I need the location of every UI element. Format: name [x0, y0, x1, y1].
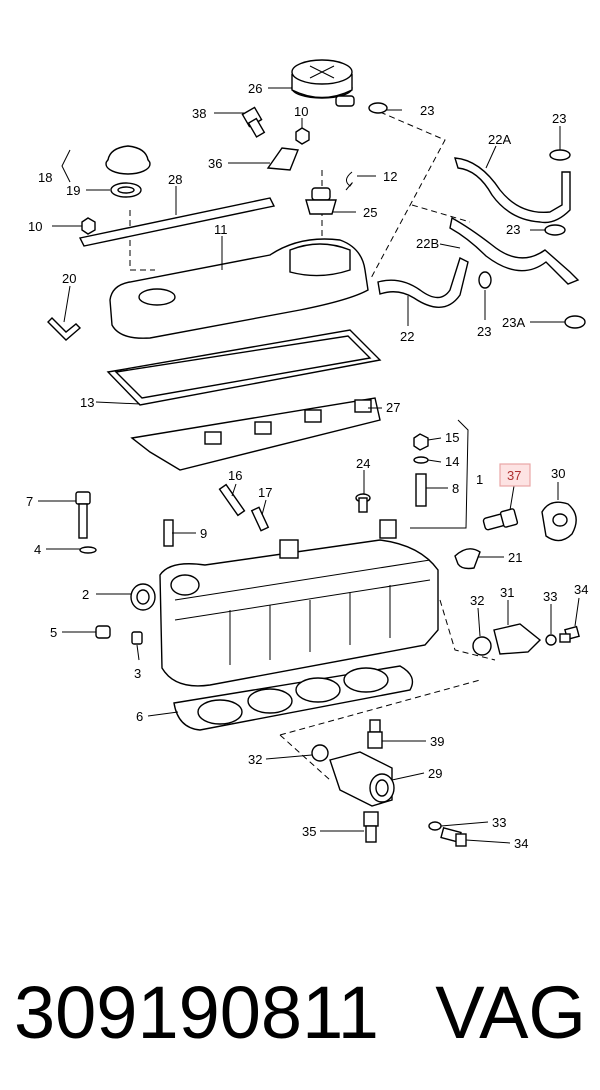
callout-13[interactable]: 13 — [80, 395, 94, 410]
part-washer-33 — [428, 821, 442, 831]
callout-32[interactable]: 32 — [470, 593, 484, 608]
callout-8[interactable]: 8 — [452, 481, 459, 496]
callout-23b[interactable]: 23 — [552, 111, 566, 126]
part-o-ring-32 — [311, 744, 329, 762]
callout-1[interactable]: 1 — [476, 472, 483, 487]
part-bolt-34 — [440, 826, 467, 847]
part-breather-hose-22b — [449, 216, 580, 285]
callout-18[interactable]: 18 — [38, 170, 52, 185]
callout-36[interactable]: 36 — [208, 156, 222, 171]
part-flange-gasket — [541, 501, 577, 542]
callout-23d[interactable]: 23 — [477, 324, 491, 339]
part-allen-key — [47, 317, 82, 341]
part-breather-cap — [291, 59, 355, 107]
part-hose-clamps — [368, 102, 586, 329]
callout-29[interactable]: 29 — [428, 766, 442, 781]
callout-27[interactable]: 27 — [386, 400, 400, 415]
callout-9[interactable]: 9 — [200, 526, 207, 541]
part-coolant-flange — [472, 623, 580, 656]
callout-24[interactable]: 24 — [356, 456, 370, 471]
part-number: 309190811 — [14, 971, 379, 1054]
part-cover-gasket — [78, 197, 276, 247]
part-stud-16 — [218, 483, 246, 517]
callout-10[interactable]: 10 — [294, 104, 308, 119]
part-coolant-connector — [329, 751, 395, 807]
callout-10b[interactable]: 10 — [28, 219, 42, 234]
callout-32b[interactable]: 32 — [248, 752, 262, 767]
callout-labels: 26 23 38 10 36 12 25 18 19 28 10 11 20 2… — [26, 81, 588, 851]
part-oil-seal — [130, 583, 156, 611]
callout-12[interactable]: 12 — [383, 169, 397, 184]
callout-15[interactable]: 15 — [445, 430, 459, 445]
callout-26[interactable]: 26 — [248, 81, 262, 96]
part-head-gasket — [173, 665, 414, 731]
part-stud-9 — [163, 519, 174, 547]
callout-3[interactable]: 3 — [134, 666, 141, 681]
part-sensor — [241, 106, 266, 138]
part-plug-5 — [95, 625, 111, 639]
part-baffle-plate — [130, 397, 381, 471]
part-oil-filler-cap — [105, 145, 151, 198]
callout-28[interactable]: 28 — [168, 172, 182, 187]
part-sender-35 — [363, 811, 379, 843]
callout-16[interactable]: 16 — [228, 468, 242, 483]
leader-lines — [38, 87, 580, 844]
callout-23c[interactable]: 23 — [506, 222, 520, 237]
part-stud-17 — [250, 506, 270, 532]
callout-22[interactable]: 22 — [400, 329, 414, 344]
callout-30[interactable]: 30 — [551, 466, 565, 481]
callout-35[interactable]: 35 — [302, 824, 316, 839]
callout-39[interactable]: 39 — [430, 734, 444, 749]
callout-2[interactable]: 2 — [82, 587, 89, 602]
callout-11[interactable]: 11 — [214, 222, 228, 237]
part-bracket — [266, 147, 299, 171]
part-temperature-sender — [367, 719, 383, 749]
part-plug — [454, 548, 481, 570]
part-breather-hose-22a — [454, 157, 571, 224]
callout-25[interactable]: 25 — [363, 205, 377, 220]
callout-23[interactable]: 23 — [420, 103, 434, 118]
part-breather-hose-22 — [377, 257, 469, 308]
highlight-box-37 — [499, 463, 531, 487]
part-stud-set — [413, 433, 429, 507]
part-grommet — [305, 187, 337, 215]
callout-19[interactable]: 19 — [66, 183, 80, 198]
callout-20[interactable]: 20 — [62, 271, 76, 286]
callout-33[interactable]: 33 — [543, 589, 557, 604]
callout-17[interactable]: 17 — [258, 485, 272, 500]
callout-34[interactable]: 34 — [574, 582, 588, 597]
exploded-parts-diagram: 26 23 38 10 36 12 25 18 19 28 10 11 20 2… — [26, 59, 588, 851]
part-bolt-24 — [355, 493, 371, 513]
callout-22a[interactable]: 22A — [488, 132, 511, 147]
part-spring-clip — [345, 171, 353, 191]
callout-21[interactable]: 21 — [508, 550, 522, 565]
part-cylinder-head — [159, 519, 439, 687]
part-valve-cover — [109, 238, 369, 339]
callout-5[interactable]: 5 — [50, 625, 57, 640]
part-37 — [482, 508, 519, 531]
part-head-bolt — [75, 491, 97, 554]
callout-23a[interactable]: 23A — [502, 315, 525, 330]
part-nut — [81, 127, 310, 235]
callout-22b[interactable]: 22B — [416, 236, 439, 251]
dashed-guide-lines — [129, 111, 496, 781]
callout-38[interactable]: 38 — [192, 106, 206, 121]
part-bush-3 — [131, 631, 143, 645]
callout-37[interactable]: 37 — [507, 468, 521, 483]
callout-31[interactable]: 31 — [500, 585, 514, 600]
callout-7[interactable]: 7 — [26, 494, 33, 509]
callout-34b[interactable]: 34 — [514, 836, 528, 851]
footer: 309190811 VAG — [0, 955, 600, 1075]
callout-14[interactable]: 14 — [445, 454, 459, 469]
callout-6[interactable]: 6 — [136, 709, 143, 724]
callout-4[interactable]: 4 — [34, 542, 41, 557]
callout-33b[interactable]: 33 — [492, 815, 506, 830]
brand-name: VAG — [435, 971, 586, 1054]
